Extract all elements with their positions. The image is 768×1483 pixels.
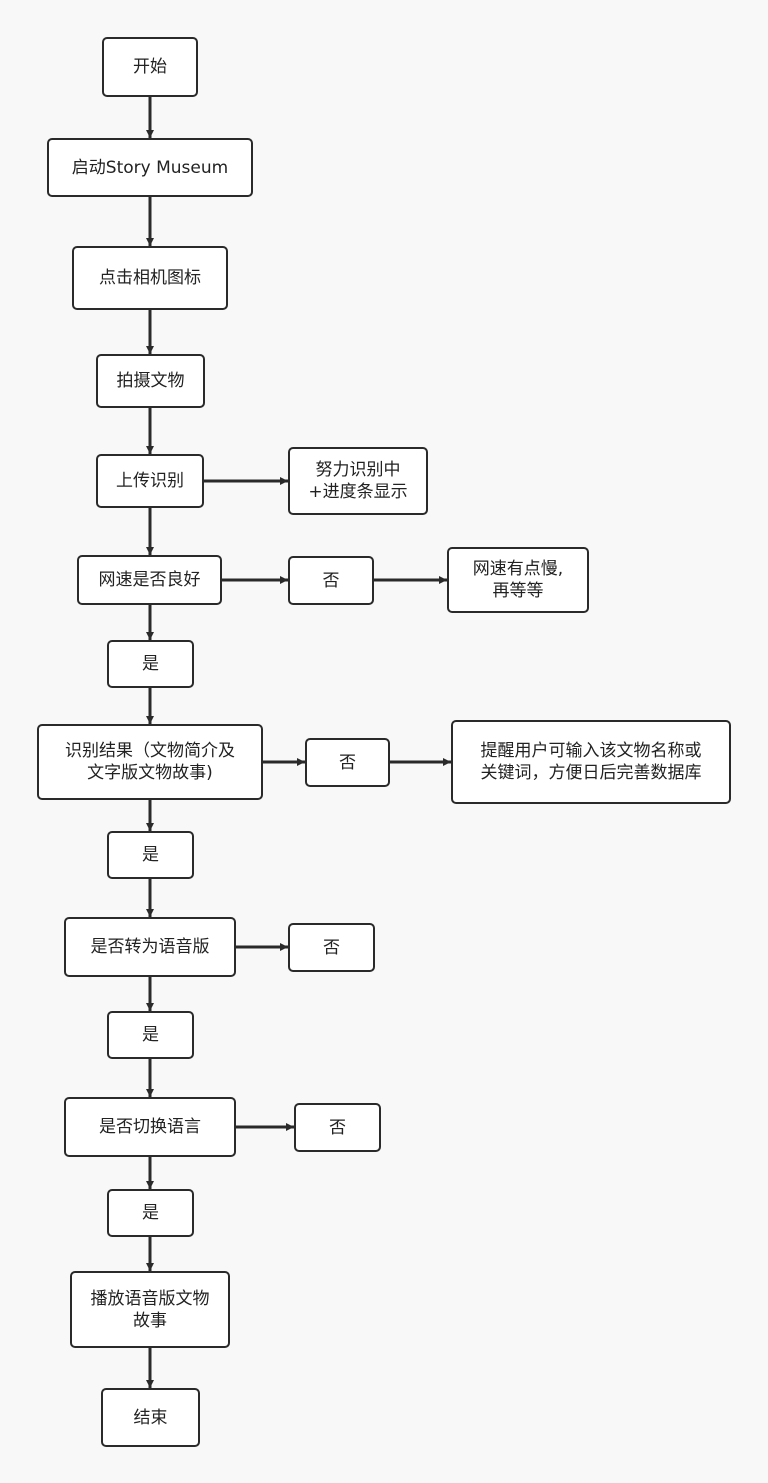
node-yes-2: 是 xyxy=(107,831,194,879)
node-no-1: 否 xyxy=(288,556,374,605)
node-yes-1: 是 xyxy=(107,640,194,688)
node-result: 识别结果（文物简介及 文字版文物故事) xyxy=(37,724,263,800)
node-upload: 上传识别 xyxy=(96,454,204,508)
node-no-4: 否 xyxy=(294,1103,381,1152)
node-photograph: 拍摄文物 xyxy=(96,354,205,408)
node-remind: 提醒用户可输入该文物名称或 关键词，方便日后完善数据库 xyxy=(451,720,731,804)
node-slow-network: 网速有点慢, 再等等 xyxy=(447,547,589,613)
node-play-story: 播放语音版文物 故事 xyxy=(70,1271,230,1348)
node-recognizing: 努力识别中 +进度条显示 xyxy=(288,447,428,515)
node-start: 开始 xyxy=(102,37,198,97)
node-no-2: 否 xyxy=(305,738,390,787)
node-tap-camera: 点击相机图标 xyxy=(72,246,228,310)
node-yes-3: 是 xyxy=(107,1011,194,1059)
node-end: 结束 xyxy=(101,1388,200,1447)
node-to-voice: 是否转为语音版 xyxy=(64,917,236,977)
node-switch-language: 是否切换语言 xyxy=(64,1097,236,1157)
node-launch: 启动Story Museum xyxy=(47,138,253,197)
node-network-check: 网速是否良好 xyxy=(77,555,222,605)
node-no-3: 否 xyxy=(288,923,375,972)
node-yes-4: 是 xyxy=(107,1189,194,1237)
